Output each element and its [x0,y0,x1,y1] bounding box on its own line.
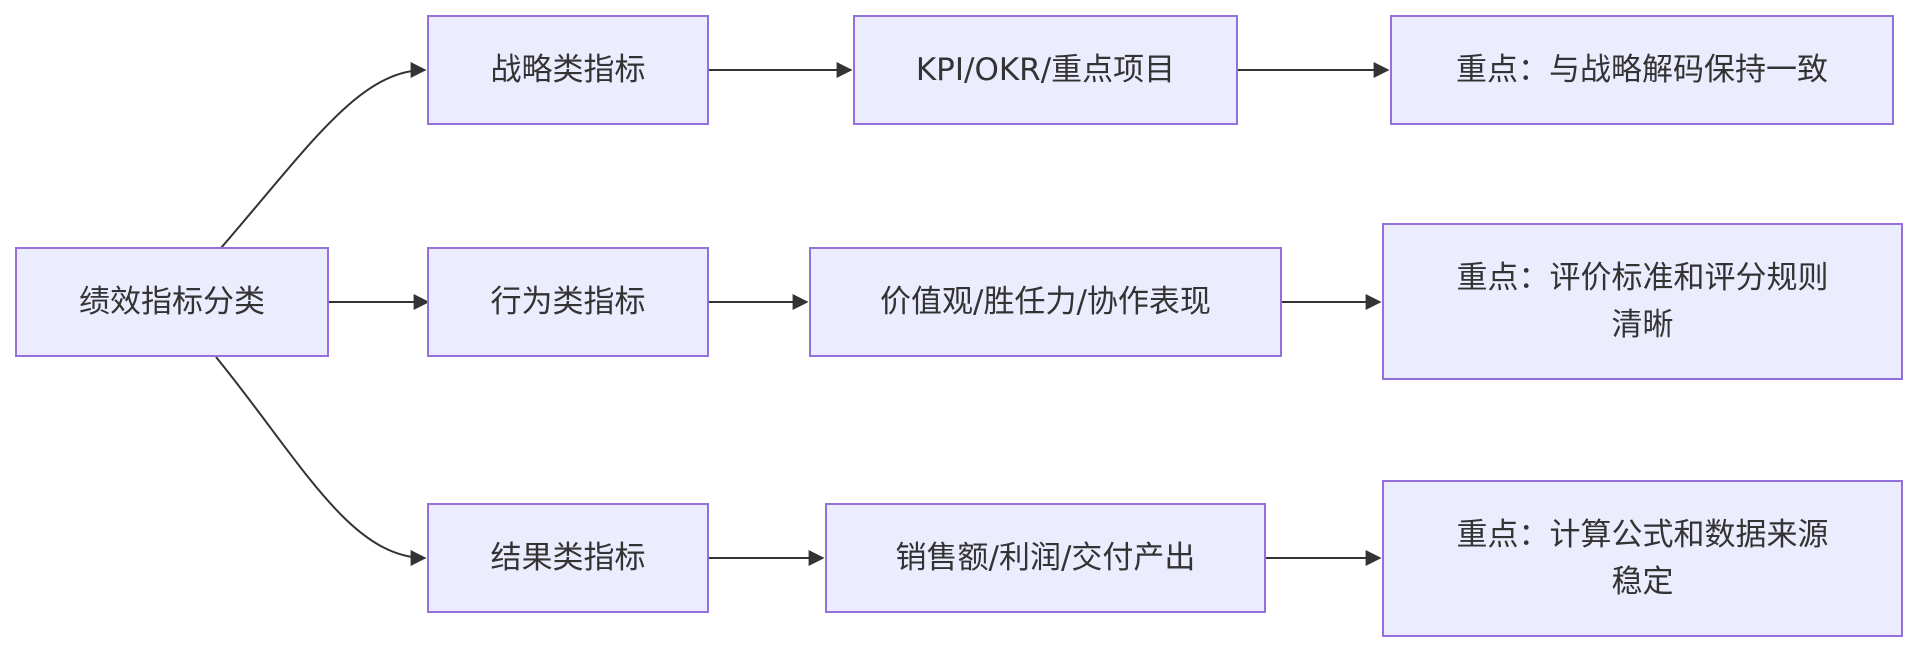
result-category-label: 结果类指标 [490,539,646,576]
strategic-focus-node: 重点：与战略解码保持一致 [1390,15,1894,125]
behavioral-focus-node: 重点：评价标准和评分规则清晰 [1382,223,1903,380]
behavioral-category-node: 行为类指标 [427,247,709,357]
root-node: 绩效指标分类 [15,247,329,357]
strategic-examples-node: KPI/OKR/重点项目 [853,15,1238,125]
result-examples-label: 销售额/利润/交付产出 [895,539,1196,576]
result-focus-label: 重点：计算公式和数据来源稳定 [1456,516,1829,600]
edge-root-to-result [215,356,427,566]
result-focus-node: 重点：计算公式和数据来源稳定 [1382,480,1903,637]
strategic-examples-label: KPI/OKR/重点项目 [915,51,1176,88]
edge-root-to-strategic [220,62,427,249]
behavioral-focus-label: 重点：评价标准和评分规则清晰 [1456,259,1829,343]
result-examples-node: 销售额/利润/交付产出 [825,503,1266,613]
result-category-node: 结果类指标 [427,503,709,613]
behavioral-examples-node: 价值观/胜任力/协作表现 [809,247,1282,357]
strategic-focus-label: 重点：与战略解码保持一致 [1456,51,1828,88]
behavioral-examples-label: 价值观/胜任力/协作表现 [880,283,1211,320]
strategic-category-label: 战略类指标 [490,51,646,88]
root-node-label: 绩效指标分类 [79,283,265,320]
behavioral-category-label: 行为类指标 [490,283,646,320]
strategic-category-node: 战略类指标 [427,15,709,125]
